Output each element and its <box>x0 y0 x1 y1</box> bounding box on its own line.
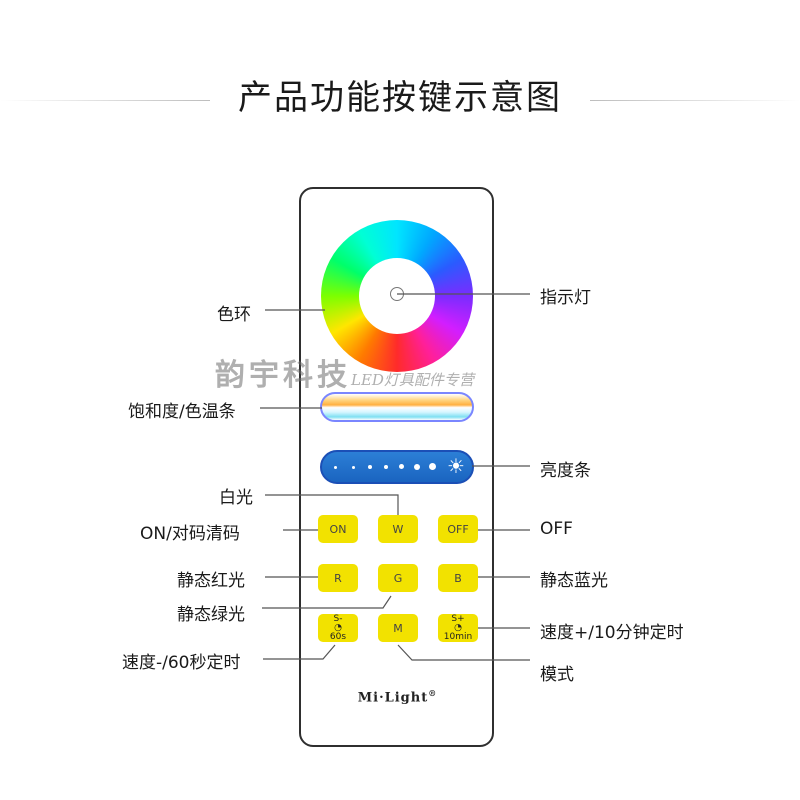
timer-icon: ◔ <box>454 622 462 633</box>
label-brightness: 亮度条 <box>540 461 591 481</box>
green-button[interactable]: G <box>378 564 418 592</box>
speed-minus-button[interactable]: S- ◔ 60s <box>318 614 358 642</box>
label-white-light: 白光 <box>219 488 253 508</box>
label-speed-minus: 速度-/60秒定时 <box>122 653 241 673</box>
white-button[interactable]: W <box>378 515 418 543</box>
label-static-green: 静态绿光 <box>177 605 245 625</box>
white-button-label: W <box>392 522 404 536</box>
leader-green <box>262 595 392 609</box>
speed-plus-top-label: S+ <box>451 613 465 624</box>
speed-plus-bottom-label: 10min <box>443 631 473 642</box>
speed-minus-bottom-label: 60s <box>329 631 347 642</box>
on-button-label: ON <box>329 522 347 536</box>
brightness-dot <box>334 466 337 469</box>
label-static-red: 静态红光 <box>177 571 245 591</box>
red-button-label: R <box>334 571 342 585</box>
speed-plus-button[interactable]: S+ ◔ 10min <box>438 614 478 642</box>
title-divider-right <box>590 100 800 101</box>
leader-white <box>265 494 399 515</box>
blue-button[interactable]: B <box>438 564 478 592</box>
brightness-dot <box>352 466 355 469</box>
saturation-bar[interactable] <box>320 392 474 422</box>
brightness-dot <box>368 465 372 469</box>
watermark-sub: LED灯具配件专营 <box>351 371 474 389</box>
watermark-main: 韵宇科技 <box>215 358 351 393</box>
label-indicator: 指示灯 <box>540 288 591 308</box>
leader-speed-minus <box>263 644 336 660</box>
mode-button-label: M <box>393 621 403 635</box>
mode-button[interactable]: M <box>378 614 418 642</box>
timer-icon: ◔ <box>334 622 342 633</box>
label-mode: 模式 <box>540 665 574 685</box>
speed-minus-top-label: S- <box>333 613 343 624</box>
label-saturation: 饱和度/色温条 <box>128 402 236 422</box>
red-button[interactable]: R <box>318 564 358 592</box>
page-title: 产品功能按键示意图 <box>238 78 562 118</box>
blue-button-label: B <box>454 571 462 585</box>
green-button-label: G <box>393 571 403 585</box>
label-on-pair-clear: ON/对码清码 <box>140 524 240 544</box>
label-color-ring: 色环 <box>217 305 251 325</box>
sun-icon: ☀ <box>447 454 465 478</box>
brightness-dot <box>399 464 404 469</box>
title-divider-left <box>0 100 210 101</box>
brightness-dot <box>414 464 420 470</box>
watermark: 韵宇科技LED灯具配件专营 <box>215 350 474 394</box>
brightness-bar[interactable] <box>320 450 474 484</box>
off-button-label: OFF <box>447 522 469 536</box>
brightness-dot <box>429 463 436 470</box>
on-button[interactable]: ON <box>318 515 358 543</box>
brightness-dot <box>384 465 388 469</box>
label-off: OFF <box>540 519 573 539</box>
label-static-blue: 静态蓝光 <box>540 571 608 591</box>
brand-logo: Mi·Light® <box>357 688 438 706</box>
off-button[interactable]: OFF <box>438 515 478 543</box>
label-speed-plus: 速度+/10分钟定时 <box>540 623 684 643</box>
leader-mode <box>397 644 530 661</box>
